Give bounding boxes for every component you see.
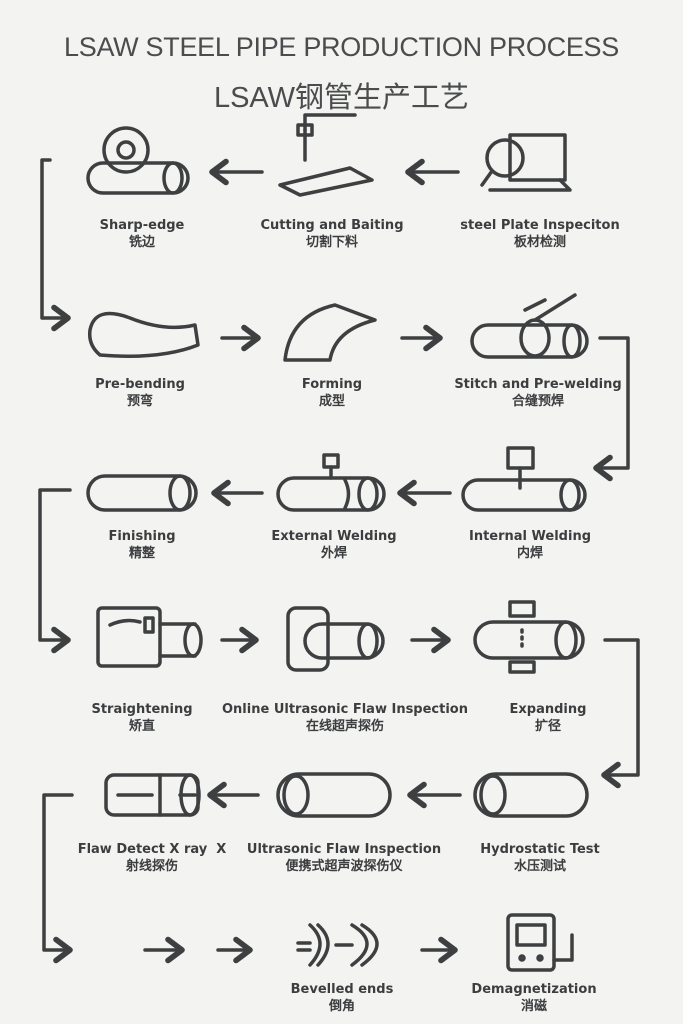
step-label-zh: 在线超声探伤 (305, 719, 384, 734)
step-pre-bending: Pre-bending 预弯 (20, 376, 260, 410)
external-welding-icon (276, 453, 386, 512)
sharp-edge-icon (86, 126, 190, 195)
step-label-zh: 射线探伤 (125, 859, 178, 874)
step-finishing: Finishing 精整 (22, 528, 262, 562)
bevelled-ends-icon (296, 923, 379, 967)
step-straightening: Straightening 矫直 (22, 701, 262, 735)
step-label-zh: 精整 (128, 546, 155, 561)
demagnetization-icon (506, 913, 574, 972)
step-cutting: Cutting and Baiting 切割下料 (212, 217, 452, 251)
step-label-zh: 切割下料 (305, 235, 358, 250)
step-label-en: Flaw Detect X ray X (77, 842, 227, 857)
step-label-en: Bevelled ends (290, 982, 394, 997)
step-label-zh: 消磁 (520, 999, 547, 1014)
step-label-en: Demagnetization (471, 982, 597, 997)
title-english: LSAW STEEL PIPE PRODUCTION PROCESS (64, 32, 619, 62)
ultrasonic-flaw-icon (276, 772, 392, 818)
step-label-zh: 板材检测 (513, 235, 566, 250)
step-label-zh: 水压测试 (513, 859, 566, 874)
hydrostatic-test-icon (473, 772, 589, 818)
step-label-zh: 便携式超声波探伤仪 (285, 859, 403, 874)
step-label-en: Internal Welding (468, 529, 591, 544)
expanding-icon (473, 600, 585, 674)
step-external-welding: External Welding 外焊 (214, 528, 454, 562)
finishing-icon (86, 474, 198, 512)
step-label-zh: 扩径 (534, 719, 561, 734)
inspection-icon (480, 133, 572, 192)
step-label-zh: 矫直 (128, 719, 155, 734)
title-chinese: LSAW钢管生产工艺 (213, 82, 470, 114)
step-label-zh: 内焊 (516, 546, 543, 561)
pre-bending-icon (87, 311, 200, 358)
step-bevelled-ends: Bevelled ends 倒角 (222, 981, 462, 1015)
step-label-en: Hydrostatic Test (480, 842, 600, 857)
step-label-en: Stitch and Pre-welding (454, 377, 622, 392)
step-label-en: Online Ultrasonic Flaw Inspection (222, 702, 468, 717)
step-ultrasonic-flaw: Ultrasonic Flaw Inspection 便携式超声波探伤仪 (224, 841, 464, 875)
step-internal-welding: Internal Welding 内焊 (410, 528, 650, 562)
step-label-en: Pre-bending (95, 377, 185, 392)
step-label-zh: 成型 (318, 394, 345, 409)
ultrasonic-online-icon (286, 606, 385, 672)
step-label-en: External Welding (271, 529, 397, 544)
step-plate-inspection: steel Plate Inspeciton 板材检测 (420, 217, 660, 251)
step-label-en: Finishing (108, 529, 176, 544)
step-expanding: Expanding 扩径 (428, 701, 668, 735)
internal-welding-icon (461, 446, 587, 512)
xray-detect-icon (104, 773, 201, 817)
step-label-en: Straightening (91, 702, 193, 717)
step-hydrostatic: Hydrostatic Test 水压测试 (420, 841, 660, 875)
step-label-en: steel Plate Inspeciton (460, 218, 620, 233)
step-label-zh: 外焊 (320, 546, 347, 561)
forming-icon (283, 303, 377, 362)
step-forming: Forming 成型 (212, 376, 452, 410)
flow-arrows (38, 158, 640, 964)
step-label-en: Sharp-edge (99, 218, 185, 233)
step-label-zh: 倒角 (328, 999, 355, 1014)
stitch-welding-icon (470, 293, 589, 359)
step-demagnetization: Demagnetization 消磁 (414, 981, 654, 1015)
step-stitch-welding: Stitch and Pre-welding 合缝预焊 (418, 376, 658, 410)
step-online-ultrasonic: Online Ultrasonic Flaw Inspection 在线超声探伤 (215, 701, 475, 735)
step-label-zh: 合缝预焊 (511, 394, 564, 409)
step-label-en: Forming (301, 377, 363, 392)
step-sharp-edge: Sharp-edge 铣边 (22, 217, 262, 251)
step-label-en: Cutting and Baiting (260, 218, 404, 233)
cutting-icon (278, 113, 374, 197)
step-label-zh: 预弯 (126, 394, 153, 409)
step-label-zh: 铣边 (128, 235, 155, 250)
step-label-en: Ultrasonic Flaw Inspection (246, 842, 442, 857)
step-label-en: Expanding (509, 702, 587, 717)
straightening-icon (96, 606, 203, 668)
step-xray: Flaw Detect X ray X 射线探伤 (32, 841, 272, 875)
